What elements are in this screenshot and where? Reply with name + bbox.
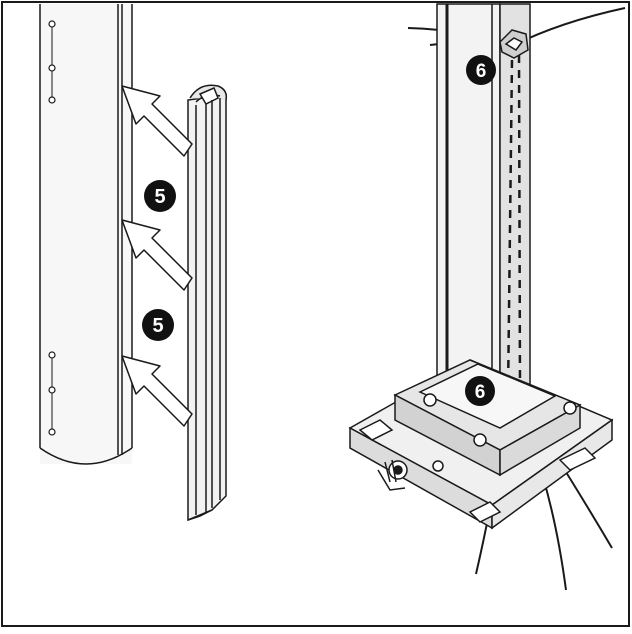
step-badge-right-upper: 6 (466, 55, 496, 85)
cable-cover-channel (187, 84, 228, 522)
svg-text:5: 5 (152, 315, 163, 337)
right-column-slots (506, 54, 522, 396)
svg-text:5: 5 (154, 186, 165, 208)
arrow-middle (121, 219, 193, 291)
right-square-column (436, 3, 531, 404)
left-column-tube (39, 4, 133, 465)
attach-arrows (121, 85, 193, 427)
top-cable-clip (499, 29, 529, 59)
step-badge-left-lower: 5 (142, 309, 174, 341)
left-column-holes (48, 20, 56, 436)
svg-text:6: 6 (475, 382, 486, 403)
arrow-top (121, 85, 193, 157)
arrow-bottom (121, 355, 193, 427)
step-badge-left-upper: 5 (144, 180, 176, 212)
svg-text:6: 6 (476, 61, 487, 82)
step-badge-right-lower: 6 (465, 376, 495, 406)
